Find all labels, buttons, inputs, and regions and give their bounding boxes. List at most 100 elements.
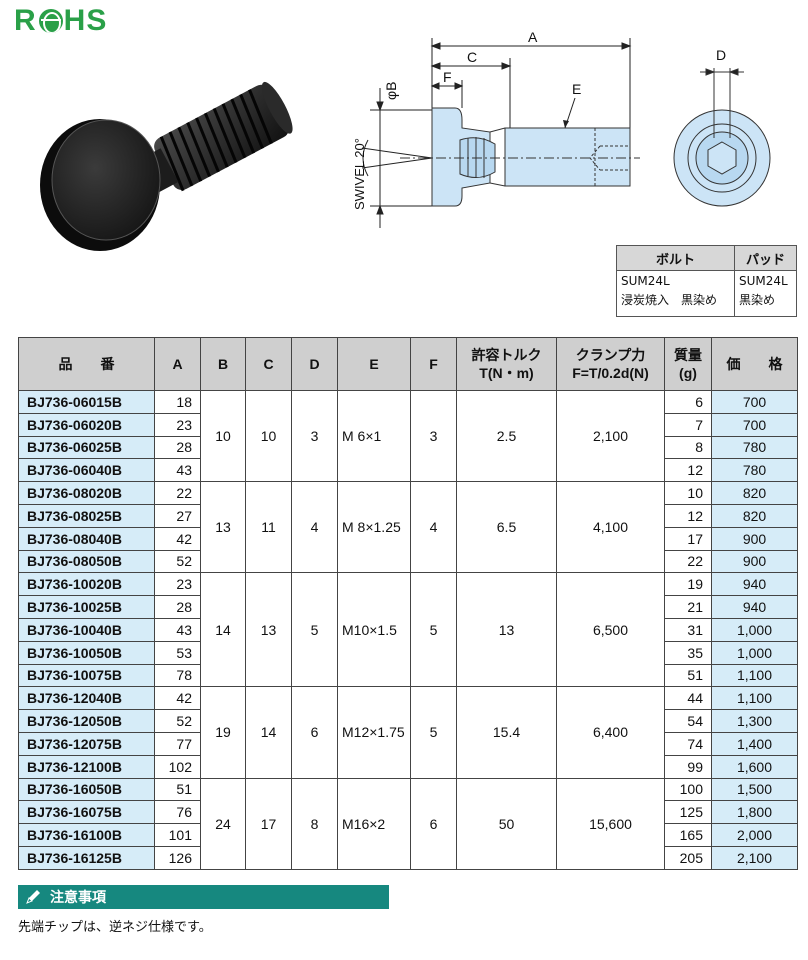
price-cell: 820: [711, 503, 798, 528]
dim-a-cell: 53: [154, 640, 201, 665]
dim-a-cell: 23: [154, 412, 201, 437]
dim-label-f: F: [443, 69, 452, 85]
header-clamp-line2: F=T/0.2d(N): [572, 365, 649, 381]
mass-cell: 12: [664, 458, 712, 483]
mass-cell: 100: [664, 777, 712, 802]
dim-label-d: D: [716, 47, 726, 63]
price-cell: 900: [711, 526, 798, 551]
dim-a-cell: 43: [154, 458, 201, 483]
dim-b-cell: 13: [200, 481, 246, 574]
dim-d-cell: 8: [291, 777, 338, 870]
price-cell: 1,000: [711, 640, 798, 665]
dim-a-cell: 42: [154, 526, 201, 551]
product-photo: [40, 81, 293, 251]
price-cell: 1,100: [711, 686, 798, 711]
material-header-pad: パッド: [734, 245, 797, 271]
thread-e-cell: M 8×1.25: [337, 481, 411, 574]
globe-icon: [38, 9, 63, 33]
header-price: 価 格: [711, 337, 798, 391]
mass-cell: 35: [664, 640, 712, 665]
dim-f-cell: 5: [410, 572, 457, 688]
dim-a-cell: 22: [154, 481, 201, 505]
rohs-logo-text-right: HS: [63, 4, 108, 37]
dim-d-cell: 3: [291, 389, 338, 483]
dim-a-cell: 28: [154, 435, 201, 460]
part-number-cell: BJ736-16125B: [18, 845, 155, 870]
clamp-force-cell: 6,500: [556, 572, 665, 688]
part-number-cell: BJ736-08040B: [18, 526, 155, 551]
material-pad-cell: SUM24L 黒染め: [734, 270, 797, 317]
dim-label-e: E: [572, 81, 581, 97]
header-f: F: [410, 337, 457, 391]
dim-label-a: A: [528, 29, 538, 45]
dim-c-cell: 17: [245, 777, 292, 870]
price-cell: 780: [711, 435, 798, 460]
part-number-cell: BJ736-06015B: [18, 390, 155, 414]
spec-header-row: 品 番 A B C D E F 許容トルク T(N・m) クランプ力 F=T/0…: [18, 337, 798, 391]
price-cell: 1,300: [711, 709, 798, 733]
part-number-cell: BJ736-10050B: [18, 640, 155, 665]
part-number-cell: BJ736-16050B: [18, 777, 155, 802]
dim-d-cell: 5: [291, 572, 338, 688]
material-bolt-cell: SUM24L 浸炭焼入 黒染め: [616, 270, 735, 317]
mass-cell: 17: [664, 526, 712, 551]
mass-cell: 31: [664, 617, 712, 642]
dim-a-cell: 52: [154, 549, 201, 574]
mass-cell: 8: [664, 435, 712, 460]
mass-cell: 54: [664, 709, 712, 733]
pencil-icon: [26, 890, 40, 904]
mass-cell: 7: [664, 412, 712, 437]
header-mass: 質量 (g): [664, 337, 712, 391]
dim-a-cell: 27: [154, 503, 201, 528]
price-cell: 700: [711, 390, 798, 414]
dim-b-cell: 24: [200, 777, 246, 870]
dim-a-cell: 51: [154, 777, 201, 802]
thread-e-cell: M12×1.75: [337, 686, 411, 779]
part-number-cell: BJ736-10040B: [18, 617, 155, 642]
spec-table: 品 番 A B C D E F 許容トルク T(N・m) クランプ力 F=T/0…: [18, 337, 798, 870]
dim-a-cell: 23: [154, 572, 201, 597]
dim-a-cell: 52: [154, 709, 201, 733]
part-number-cell: BJ736-10020B: [18, 572, 155, 597]
dim-a-cell: 78: [154, 663, 201, 688]
clamp-force-cell: 2,100: [556, 389, 665, 483]
header-torque-line1: 許容トルク: [471, 347, 542, 363]
dim-label-b: φB: [383, 82, 399, 100]
header-part-number: 品 番: [18, 337, 155, 391]
mass-cell: 12: [664, 503, 712, 528]
price-cell: 1,400: [711, 731, 798, 756]
dim-f-cell: 4: [410, 481, 457, 574]
price-cell: 700: [711, 412, 798, 437]
mass-cell: 51: [664, 663, 712, 688]
mass-cell: 21: [664, 595, 712, 619]
thread-e-cell: M 6×1: [337, 389, 411, 483]
header-mass-line2: (g): [679, 365, 697, 381]
price-cell: 820: [711, 481, 798, 505]
price-cell: 900: [711, 549, 798, 574]
material-bolt-line: SUM24L: [621, 274, 670, 288]
header-torque: 許容トルク T(N・m): [456, 337, 557, 391]
mass-cell: 19: [664, 572, 712, 597]
dim-f-cell: 5: [410, 686, 457, 779]
part-number-cell: BJ736-08020B: [18, 481, 155, 505]
dim-f-cell: 3: [410, 389, 457, 483]
mass-cell: 6: [664, 390, 712, 414]
caution-title: 注意事項: [50, 890, 106, 906]
caution-note: 先端チップは、逆ネジ仕様です。: [18, 920, 212, 935]
dim-a-cell: 101: [154, 823, 201, 847]
part-number-cell: BJ736-12040B: [18, 686, 155, 711]
part-number-cell: BJ736-10075B: [18, 663, 155, 688]
price-cell: 2,100: [711, 845, 798, 870]
caution-header: 注意事項: [18, 885, 389, 909]
torque-cell: 13: [456, 572, 557, 688]
part-number-cell: BJ736-12100B: [18, 754, 155, 779]
mass-cell: 125: [664, 800, 712, 825]
